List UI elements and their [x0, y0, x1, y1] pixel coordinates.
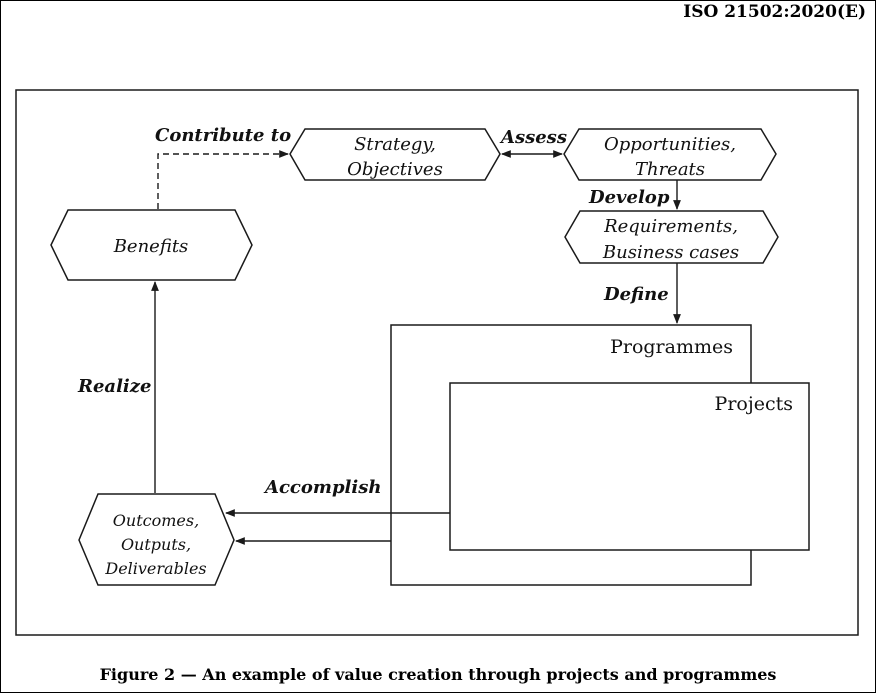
requirements-label-line2: Business cases	[602, 242, 739, 263]
standard-code: ISO 21502:2020(E)	[683, 2, 866, 22]
requirements-business-cases-node	[564, 210, 779, 264]
strategy-objectives-node	[289, 128, 501, 181]
define-label: Define	[603, 284, 669, 305]
realize-label: Realize	[77, 376, 151, 397]
value-creation-diagram: Programmes Projects Strategy, Objectives…	[15, 89, 859, 636]
opportunities-label-line2: Threats	[635, 159, 705, 180]
programmes-label: Programmes	[610, 336, 733, 358]
opportunities-label-line1: Opportunities,	[604, 134, 736, 155]
benefits-label: Benefits	[113, 236, 189, 257]
diagram-border	[15, 89, 859, 636]
benefits-node	[50, 209, 253, 281]
strategy-label-line2: Objectives	[347, 159, 443, 180]
outcomes-label-line1: Outcomes,	[113, 511, 199, 530]
opportunities-threats-node	[563, 128, 777, 181]
contribute-to-label: Contribute to	[155, 125, 291, 146]
outcomes-outputs-deliverables-node	[78, 493, 235, 586]
strategy-label-line1: Strategy,	[354, 134, 436, 155]
projects-box	[449, 382, 810, 551]
projects-label: Projects	[715, 393, 793, 415]
requirements-label-line1: Requirements,	[603, 216, 738, 237]
contribute-to-arrow	[157, 150, 289, 209]
outcomes-label-line3: Deliverables	[104, 559, 206, 578]
assess-label: Assess	[499, 127, 567, 148]
outcomes-label-line2: Outputs,	[121, 535, 191, 554]
figure-caption: Figure 2 — An example of value creation …	[99, 665, 777, 684]
develop-label: Develop	[588, 187, 670, 208]
accomplish-label: Accomplish	[263, 477, 381, 498]
